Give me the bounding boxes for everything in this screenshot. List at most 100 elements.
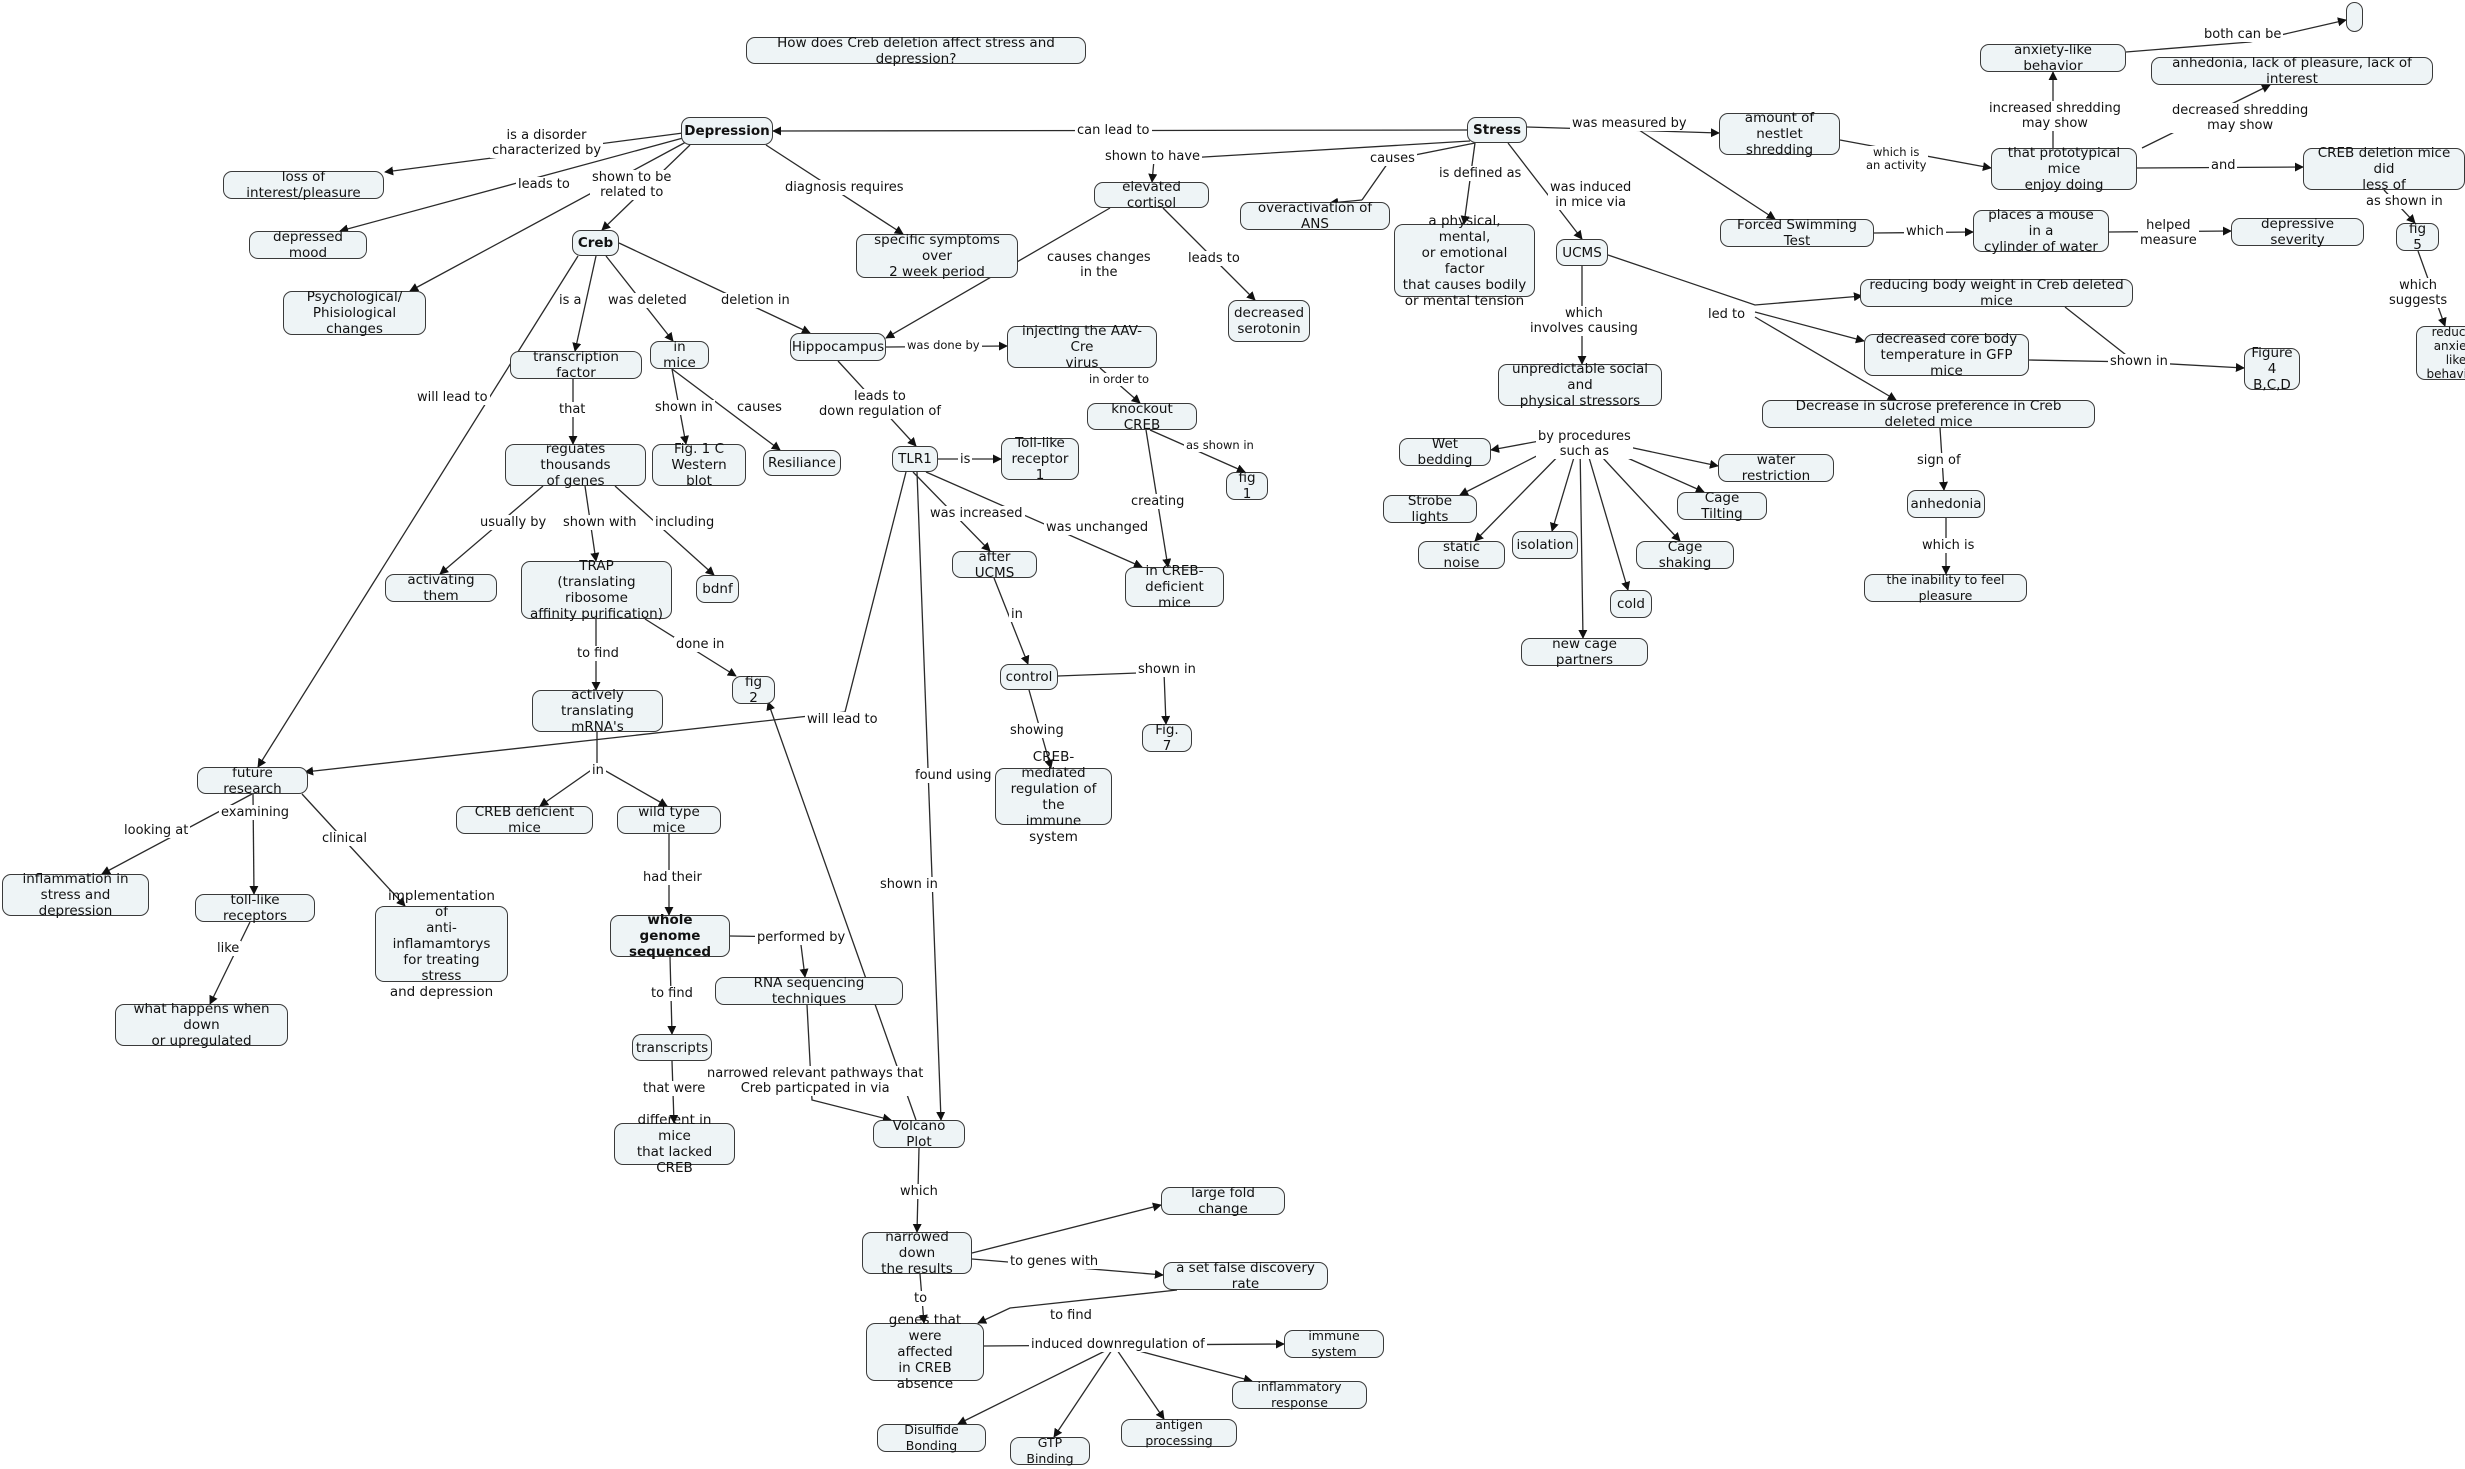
connector-line (977, 1289, 1178, 1324)
trap-node[interactable]: TRAP (translating ribosome affinity puri… (521, 558, 672, 622)
elevated-cortisol-node[interactable]: elevated cortisol (1094, 179, 1209, 211)
large-fold-node[interactable]: large fold change (1161, 1185, 1285, 1217)
label-shown-related: shown to be related to (590, 170, 674, 200)
decreased-temp-node[interactable]: decreased core body temperature in GFP m… (1864, 331, 2029, 379)
activating-node[interactable]: activating them (385, 572, 497, 604)
new-cage-node[interactable]: new cage partners (1521, 636, 1648, 668)
inability-node[interactable]: the inability to feel pleasure (1864, 572, 2027, 603)
depression-node[interactable]: Depression (681, 117, 773, 145)
immune-system-node[interactable]: immune system (1284, 1328, 1384, 1359)
creb-deletion-less-node[interactable]: CREB deletion mice did less of (2303, 145, 2465, 193)
disulfide-node[interactable]: Disulfide Bonding (877, 1422, 986, 1453)
unpredictable-node[interactable]: unpredictable social and physical stress… (1498, 361, 1662, 409)
label-had-their: had their (641, 870, 704, 885)
toll-receptor1-node[interactable]: Toll-like receptor 1 (1001, 435, 1079, 483)
fig5-node[interactable]: fig 5 (2396, 221, 2439, 253)
depressed-mood-node[interactable]: depressed mood (249, 229, 367, 261)
resiliance-node[interactable]: Resiliance (763, 450, 841, 476)
in-mice-node[interactable]: in mice (650, 339, 709, 371)
creb-node[interactable]: Creb (572, 230, 619, 256)
depressive-severity-node[interactable]: depressive severity (2231, 216, 2364, 248)
specific-symptoms-node[interactable]: specific symptoms over 2 week period (856, 232, 1018, 280)
strobe-node[interactable]: Strobe lights (1383, 493, 1477, 525)
water-restriction-node[interactable]: water restriction (1718, 452, 1834, 484)
psych-changes-node[interactable]: Psychological/ Phisiological changes (283, 289, 426, 337)
anti-inflam-node[interactable]: implementation of anti-inflamamtorys for… (375, 888, 508, 1000)
sucrose-node[interactable]: Decrease in sucrose preference in Creb d… (1762, 398, 2095, 430)
connector-line (1116, 1349, 1165, 1420)
after-ucms-node[interactable]: after UCMS (952, 549, 1037, 581)
actively-node[interactable]: actively translating mRNA's (532, 687, 663, 735)
reduced-anxiety-node[interactable]: reduced anxiety like behaviors (2416, 325, 2465, 381)
label-by-procedures: by procedures such as (1536, 429, 1633, 459)
anxiety-behavior-node[interactable]: anxiety-like behavior (1980, 42, 2126, 74)
ucms-node[interactable]: UCMS (1556, 239, 1608, 266)
gtp-node[interactable]: GTP Binding (1010, 1435, 1090, 1466)
fig2-node[interactable]: fig 2 (732, 674, 775, 706)
places-mouse-node[interactable]: places a mouse in a cylinder of water (1973, 207, 2109, 255)
physical-factor-node[interactable]: a physical, mental, or emotional factor … (1394, 213, 1535, 309)
label-that-were: that were (641, 1081, 708, 1096)
connector-line (1623, 445, 1719, 469)
whole-genome-node[interactable]: whole genome sequenced (610, 912, 730, 960)
wet-bedding-node[interactable]: Wet bedding (1399, 436, 1491, 468)
rna-seq-node[interactable]: RNA sequencing techniques (715, 975, 903, 1007)
toll-receptors-node[interactable]: toll-like receptors (195, 892, 315, 924)
connector-line (596, 765, 668, 807)
narrowed-node[interactable]: narrowed down the results (862, 1229, 972, 1277)
forced-swim-node[interactable]: Forced Swimming Test (1720, 217, 1874, 249)
injecting-node[interactable]: injecting the AAV-Cre virus (1007, 323, 1157, 371)
connector-line (618, 242, 811, 334)
fig7-node[interactable]: Fig. 7 (1142, 722, 1192, 754)
cage-tilting-node[interactable]: Cage Tilting (1677, 490, 1767, 522)
control-node[interactable]: control (1000, 664, 1058, 690)
what-happens-node[interactable]: what happens when down or upregulated (115, 1001, 288, 1049)
cold-node[interactable]: cold (1610, 590, 1652, 618)
wild-type-node[interactable]: wild type mice (617, 804, 721, 836)
hippocampus-node[interactable]: Hippocampus (790, 333, 886, 361)
creb-deficient-mice-node[interactable]: CREB deficient mice (456, 804, 593, 836)
connector-line (1460, 142, 1476, 225)
fig1-node[interactable]: fig 1 (1226, 470, 1268, 502)
volcano-node[interactable]: Volcano Plot (873, 1118, 965, 1150)
reducing-weight-node[interactable]: reducing body weight in Creb deleted mic… (1860, 277, 2133, 309)
fig1c-node[interactable]: Fig. 1 C Western blot (652, 441, 746, 489)
future-research-node[interactable]: future research (197, 765, 308, 797)
antigen-node[interactable]: antigen processing (1121, 1417, 1237, 1448)
in-creb-deficient-node[interactable]: in CREB- deficient mice (1125, 563, 1224, 611)
prototypical-node[interactable]: that prototypical mice enjoy doing (1991, 145, 2137, 193)
anhedonia-node[interactable]: anhedonia (1907, 490, 1985, 518)
label-showing: showing (1008, 723, 1066, 738)
empty-node[interactable] (2346, 2, 2363, 32)
inflammatory-node[interactable]: inflammatory response (1232, 1379, 1367, 1410)
knockout-node[interactable]: knockout CREB (1087, 401, 1197, 433)
question-node[interactable]: How does Creb deletion affect stress and… (746, 35, 1086, 67)
false-discovery-node[interactable]: a set false discovery rate (1163, 1260, 1328, 1292)
isolation-node[interactable]: isolation (1512, 531, 1578, 559)
connector-line (1057, 671, 1171, 725)
loss-interest-node[interactable]: loss of interest/pleasure (223, 169, 384, 201)
different-mice-node[interactable]: different in mice that lacked CREB (614, 1112, 735, 1176)
label-which-involves: which involves causing (1528, 306, 1640, 336)
static-noise-node[interactable]: static noise (1418, 539, 1505, 571)
regulates-node[interactable]: reguates thousands of genes (505, 441, 646, 489)
connector-line (339, 137, 684, 234)
bdnf-node[interactable]: bdnf (696, 575, 739, 603)
anhedonia-lack-node[interactable]: anhedonia, lack of pleasure, lack of int… (2151, 55, 2433, 87)
connector-line (1754, 316, 1897, 401)
nestlet-node[interactable]: amount of nestlet shredding (1719, 110, 1840, 158)
decreased-serotonin-node[interactable]: decreased serotonin (1228, 300, 1310, 342)
label-usually-by: usually by (478, 515, 549, 530)
transcripts-node[interactable]: transcripts (632, 1034, 712, 1061)
cage-shaking-node[interactable]: Cage shaking (1636, 539, 1734, 571)
genes-affected-node[interactable]: genes that were affected in CREB absence (866, 1312, 984, 1392)
transcription-factor-node[interactable]: transcription factor (510, 349, 642, 381)
figure4-node[interactable]: Figure 4 B,C,D (2244, 345, 2300, 393)
tlr1-node[interactable]: TLR1 (892, 446, 938, 472)
inflammation-node[interactable]: inflammation in stress and depression (2, 871, 149, 919)
label-defined-as: is defined as (1437, 166, 1524, 181)
overactivation-node[interactable]: overactivation of ANS (1240, 200, 1390, 232)
creb-mediated-node[interactable]: CREB-mediated regulation of the immune s… (995, 749, 1112, 845)
stress-node[interactable]: Stress (1467, 117, 1527, 143)
connector-line (1635, 127, 1776, 220)
